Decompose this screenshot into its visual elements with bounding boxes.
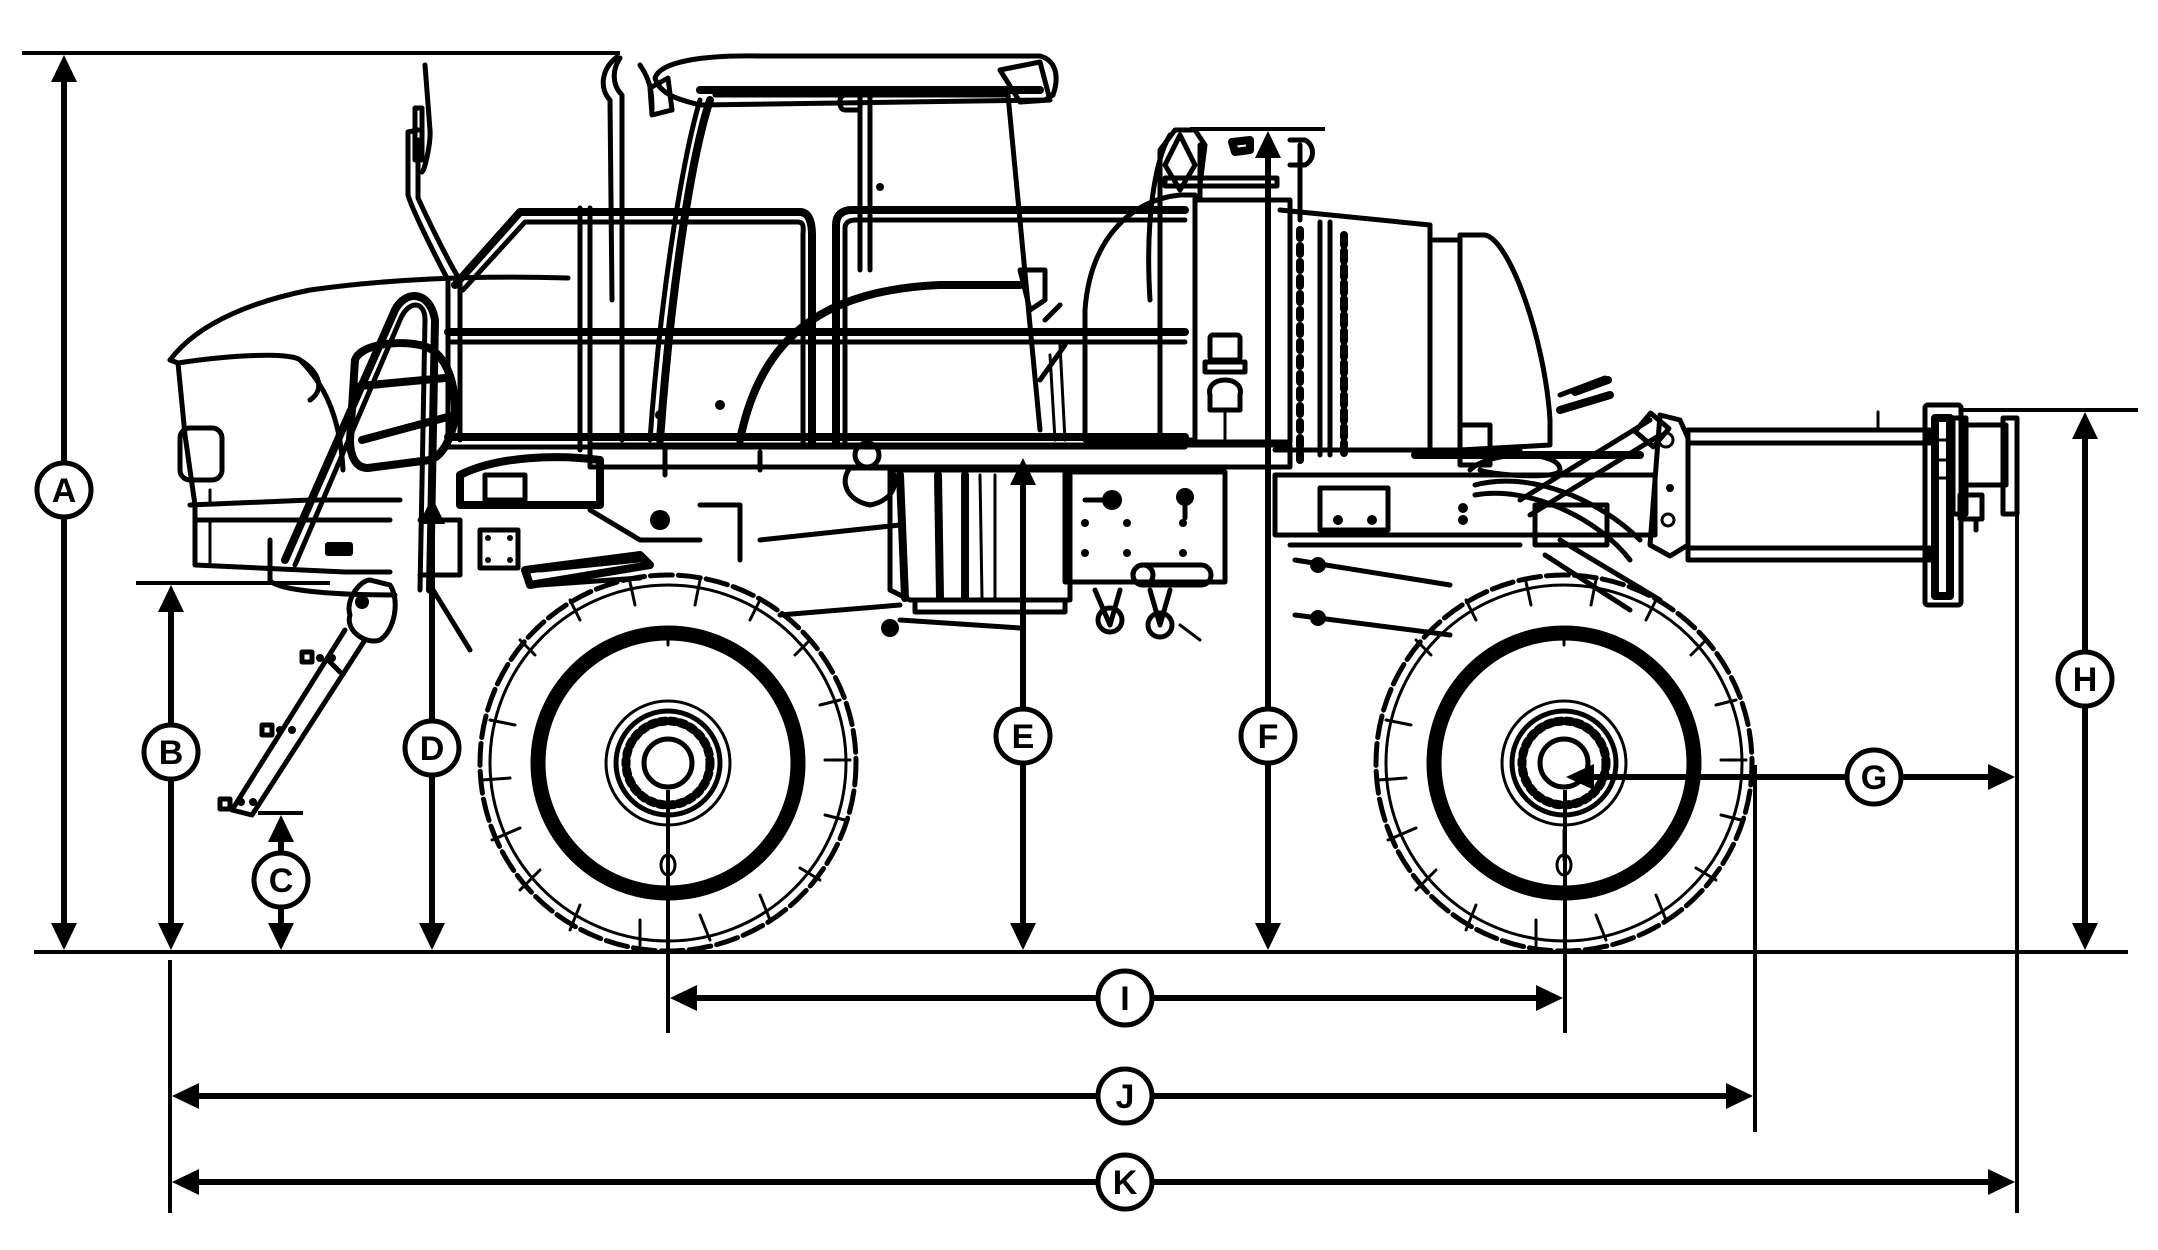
arrowhead-icon: [1010, 923, 1036, 950]
callout-k-label: K: [1113, 1164, 1138, 1202]
hood: [167, 274, 571, 575]
arrowhead-icon: [1010, 458, 1036, 485]
arrowhead-icon: [51, 923, 77, 950]
callout-e: E: [993, 706, 1053, 766]
callout-a-label: A: [52, 472, 77, 510]
callout-d: D: [402, 718, 462, 778]
arrowhead-icon: [1988, 764, 2015, 790]
callout-f-label: F: [1258, 718, 1279, 756]
callout-h-label: H: [2073, 661, 2098, 699]
arrowhead-icon: [1536, 985, 1563, 1011]
cab: [611, 53, 1068, 478]
engine-bay: [417, 453, 743, 653]
callout-i-label: I: [1120, 980, 1129, 1018]
arrowhead-icon: [268, 815, 294, 842]
arrowhead-icon: [172, 1169, 199, 1195]
arrowhead-icon: [670, 985, 697, 1011]
callout-a: A: [34, 460, 94, 520]
arrowhead-icon: [1255, 923, 1281, 950]
chassis-frame: [537, 442, 1658, 638]
arrowhead-icon: [51, 55, 77, 82]
callout-g: G: [1844, 747, 1904, 807]
arrowhead-icon: [419, 497, 445, 524]
callout-e-label: E: [1012, 718, 1035, 756]
callout-f: F: [1238, 706, 1298, 766]
callout-g-label: G: [1861, 759, 1887, 797]
callout-labels: A B C D E F G H: [34, 460, 2115, 1212]
arrowhead-icon: [1566, 764, 1594, 790]
arrowhead-icon: [2072, 923, 2098, 950]
tank-ribs: [1296, 219, 1348, 464]
arrowhead-icon: [158, 585, 184, 612]
arrowhead-icon: [1255, 131, 1281, 158]
dimension-lines: [22, 51, 2138, 1213]
callout-j: J: [1095, 1066, 1155, 1126]
platform-railing: [444, 205, 1189, 453]
callout-i: I: [1095, 968, 1155, 1028]
callout-d-label: D: [420, 730, 445, 768]
callout-c-label: C: [269, 862, 294, 900]
callout-c: C: [251, 850, 311, 910]
filter-tower: [1146, 127, 1315, 442]
arrowhead-icon: [172, 1083, 199, 1109]
arrowhead-icon: [1726, 1083, 1753, 1109]
rear-boom: [1647, 402, 2020, 608]
arrowhead-icon: [158, 923, 184, 950]
callout-j-label: J: [1116, 1078, 1135, 1116]
arrowhead-icon: [1988, 1169, 2015, 1195]
side-mirror: [405, 62, 463, 443]
arrowhead-icon: [2072, 412, 2098, 439]
callout-k: K: [1095, 1152, 1155, 1212]
sprayer-illustration: [167, 53, 2020, 954]
callout-h: H: [2055, 649, 2115, 709]
arrowhead-icon: [268, 923, 294, 950]
plumbing-panel: [1062, 469, 1228, 642]
ladder: [217, 577, 398, 818]
callout-b: B: [141, 722, 201, 782]
fuel-tank: [842, 440, 1073, 615]
arrowhead-icon: [419, 923, 445, 950]
callout-b-label: B: [159, 734, 184, 772]
exhaust-stack: [600, 54, 620, 303]
